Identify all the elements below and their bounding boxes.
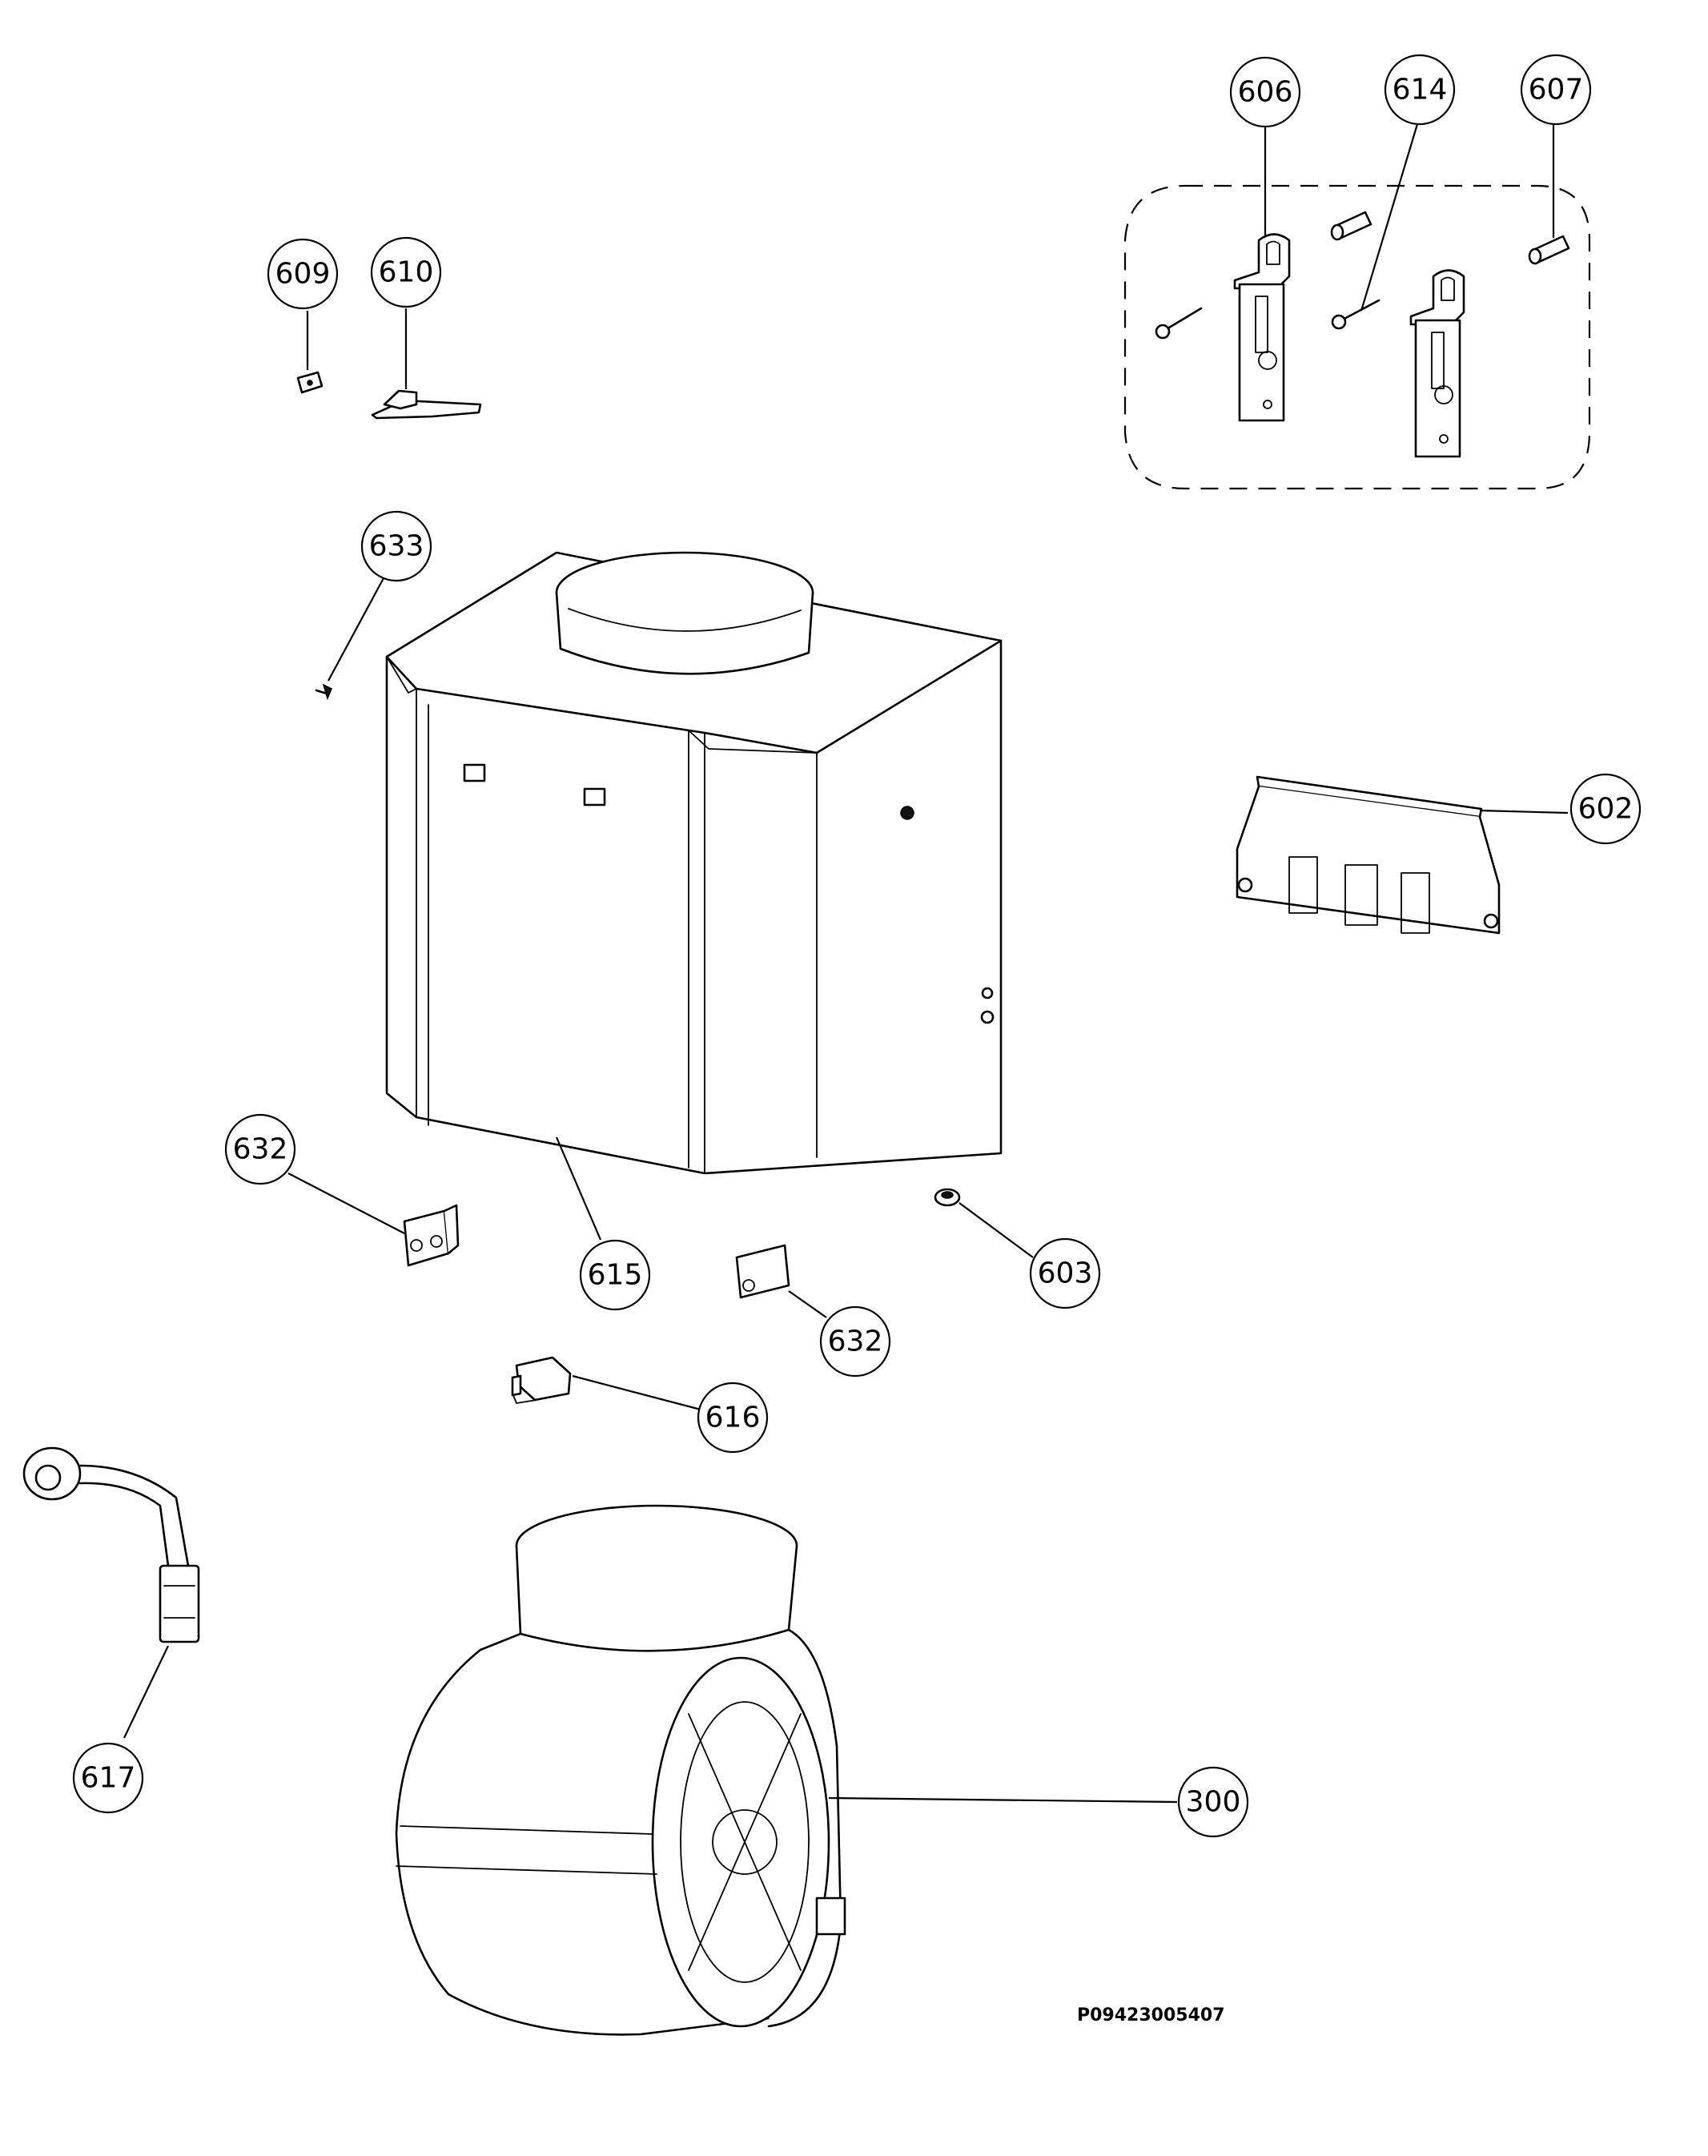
callout-617: 617 bbox=[72, 1742, 144, 1814]
screw-614 bbox=[1331, 299, 1380, 330]
callout-609: 609 bbox=[267, 238, 339, 310]
callout-300-label: 300 bbox=[1186, 1786, 1241, 1819]
leader-632a bbox=[287, 1173, 405, 1234]
kit-dashed-frame bbox=[1123, 184, 1591, 490]
callout-300: 300 bbox=[1177, 1766, 1249, 1838]
callout-610-label: 610 bbox=[379, 256, 434, 289]
part-609-clip bbox=[296, 371, 324, 394]
callout-632-left: 632 bbox=[224, 1113, 296, 1185]
wall-bracket-606 bbox=[1233, 233, 1291, 422]
leader-lines bbox=[123, 123, 1569, 1804]
leader-615 bbox=[555, 1136, 602, 1241]
grommet-603 bbox=[934, 1188, 961, 1207]
leader-614 bbox=[1360, 123, 1419, 312]
switch-616 bbox=[511, 1356, 572, 1404]
callout-609-label: 609 bbox=[275, 258, 331, 291]
callout-632-left-label: 632 bbox=[233, 1133, 288, 1166]
leader-633 bbox=[328, 576, 385, 682]
leader-602 bbox=[1479, 809, 1569, 815]
callout-607: 607 bbox=[1520, 54, 1592, 126]
hood-housing-615 bbox=[385, 551, 1003, 1175]
clip-632-right bbox=[735, 1244, 790, 1299]
callout-617-label: 617 bbox=[81, 1762, 136, 1795]
part-610-bracket bbox=[371, 389, 482, 420]
callout-606-label: 606 bbox=[1238, 76, 1293, 109]
leader-632b bbox=[788, 1290, 827, 1318]
callout-616: 616 bbox=[697, 1382, 769, 1454]
callout-633-label: 633 bbox=[369, 530, 424, 563]
callout-633: 633 bbox=[360, 510, 432, 582]
callout-606: 606 bbox=[1229, 56, 1301, 128]
screw-left bbox=[1155, 307, 1203, 340]
callout-614: 614 bbox=[1384, 54, 1456, 126]
leader-300 bbox=[828, 1796, 1178, 1804]
callout-603: 603 bbox=[1029, 1237, 1101, 1309]
callout-632-right-label: 632 bbox=[828, 1325, 883, 1358]
blower-motor-300 bbox=[395, 1504, 846, 2036]
screw-633 bbox=[315, 683, 332, 701]
leader-603 bbox=[958, 1202, 1034, 1258]
callout-615-label: 615 bbox=[588, 1259, 643, 1292]
wall-plug-607-b bbox=[1528, 235, 1570, 265]
capacitor-617 bbox=[22, 1446, 200, 1643]
callout-610: 610 bbox=[370, 236, 442, 308]
wall-bracket-606-b bbox=[1409, 269, 1465, 458]
callout-614-label: 614 bbox=[1393, 74, 1448, 107]
document-id: P09423005407 bbox=[1077, 2005, 1225, 2025]
callout-602: 602 bbox=[1569, 773, 1642, 845]
callout-607-label: 607 bbox=[1529, 74, 1584, 107]
panel-602 bbox=[1236, 775, 1501, 935]
callout-615: 615 bbox=[579, 1239, 651, 1311]
callout-603-label: 603 bbox=[1038, 1257, 1093, 1290]
callout-602-label: 602 bbox=[1578, 793, 1634, 826]
wall-plug-607-a bbox=[1330, 211, 1372, 241]
callout-632-right: 632 bbox=[819, 1305, 891, 1378]
wall-mount-kit bbox=[1123, 184, 1591, 490]
clip-632-left bbox=[403, 1204, 460, 1267]
leader-616 bbox=[572, 1374, 701, 1411]
callout-616-label: 616 bbox=[705, 1402, 761, 1434]
leader-617 bbox=[123, 1645, 169, 1739]
